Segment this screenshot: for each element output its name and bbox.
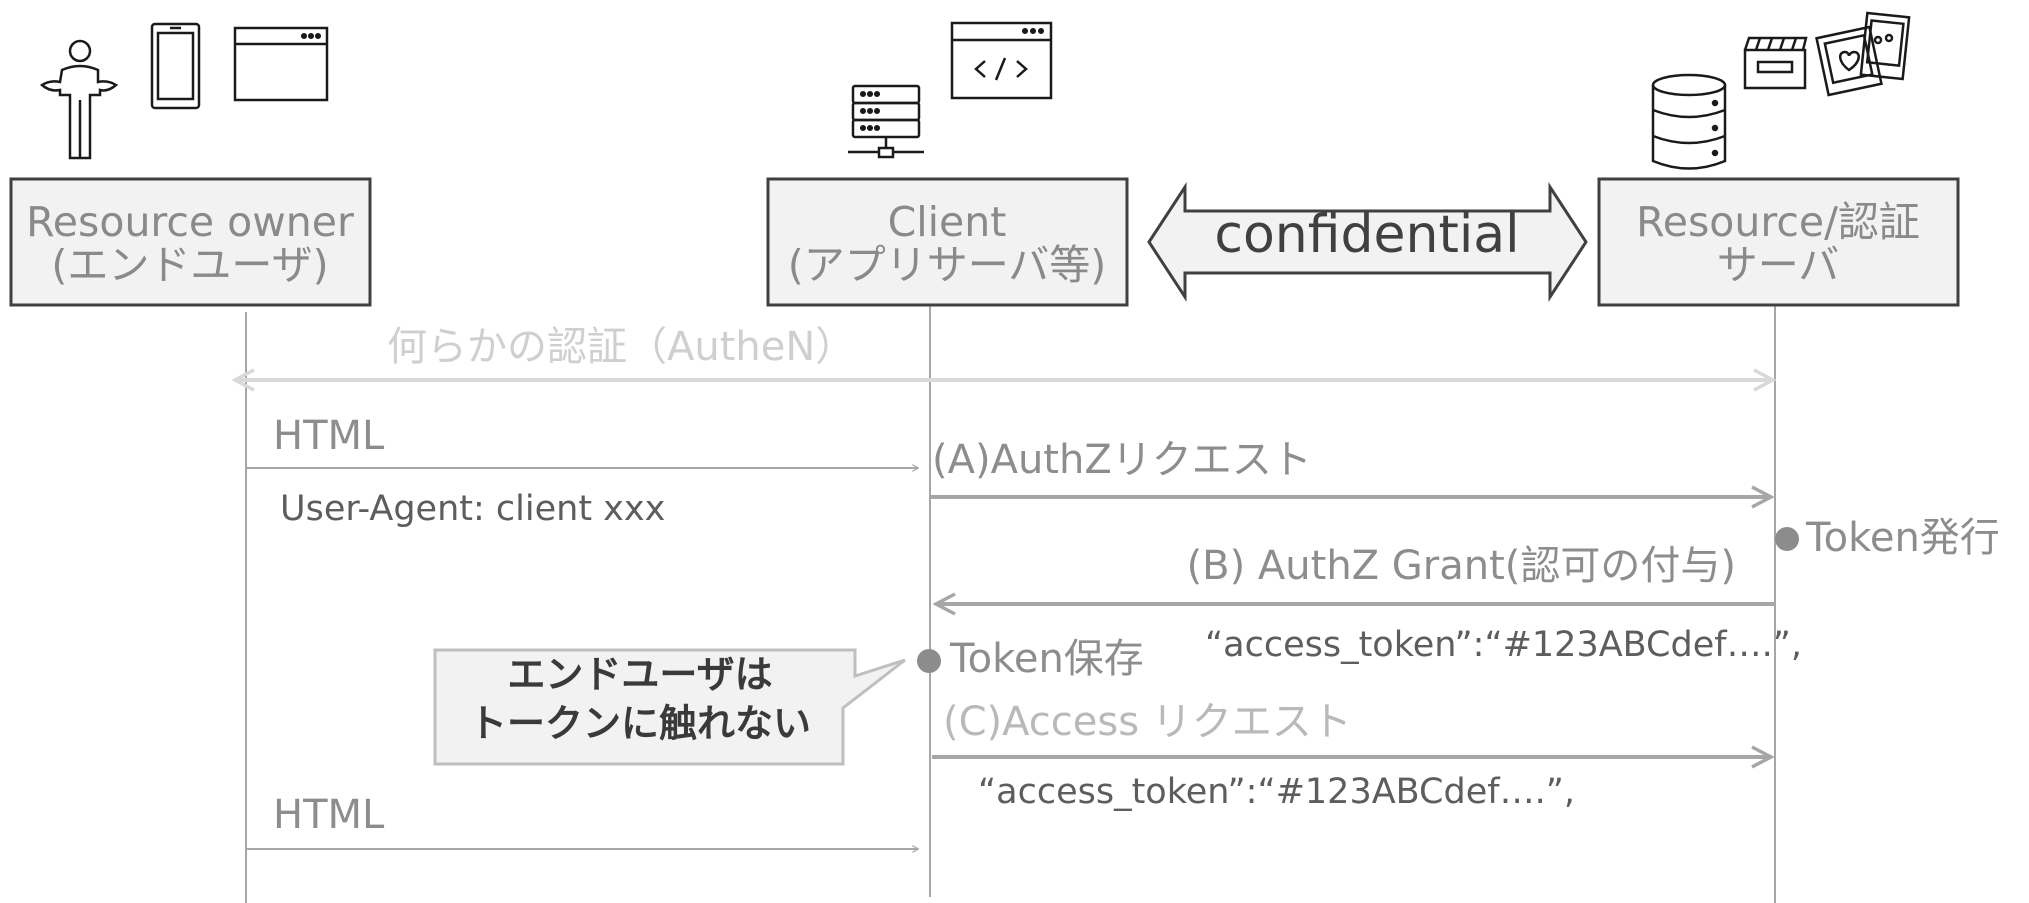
token-issue-dot <box>1775 527 1799 551</box>
photo-frames-icon <box>1815 11 1911 97</box>
token-issue-label: Token発行 <box>1805 515 2000 561</box>
resource-owner-label: Resource owner <box>26 198 354 246</box>
callout-line-2: トークンに触れない <box>469 702 811 746</box>
resource-server-label: Resource/認証 <box>1636 198 1920 246</box>
person-icon <box>39 39 119 160</box>
confidential-label: confidential <box>1214 205 1519 265</box>
browser-window-icon <box>233 26 329 102</box>
authn-label: 何らかの認証（AutheN） <box>387 324 855 370</box>
user-agent-label: User-Agent: client xxx <box>280 489 665 529</box>
authz-grant-label: (B) AuthZ Grant(認可の付与) <box>1187 543 1736 589</box>
authz-request-label: (A)AuthZリクエスト <box>932 437 1312 483</box>
access-token-label-1: “access_token”:“#123ABCdef….”, <box>1205 625 1802 665</box>
client-box: Client (アプリサーバ等) <box>766 177 1129 307</box>
clapperboard-icon <box>1743 36 1808 90</box>
client-sublabel: (アプリサーバ等) <box>788 241 1107 289</box>
token-store-dot <box>917 649 941 673</box>
client-label: Client <box>888 198 1007 246</box>
access-request-label: (C)Access リクエスト <box>943 699 1352 745</box>
database-icon <box>1651 73 1727 170</box>
callout: エンドユーザは トークンに触れない <box>433 648 906 766</box>
resource-owner-sublabel: (エンドユーザ) <box>51 241 328 289</box>
resource-server-box: Resource/認証 サーバ <box>1597 177 1960 307</box>
token-store-label: Token保存 <box>949 636 1144 682</box>
resource-server-sublabel: サーバ <box>1717 241 1840 289</box>
code-window-icon <box>950 21 1053 100</box>
html-label-1: HTML <box>273 413 385 459</box>
resource-owner-box: Resource owner (エンドユーザ) <box>9 177 372 307</box>
confidential-arrow: confidential <box>1147 181 1588 303</box>
html-label-2: HTML <box>273 792 385 838</box>
server-rack-icon <box>848 84 924 159</box>
callout-line-1: エンドユーザは <box>507 653 772 697</box>
access-token-label-2: “access_token”:“#123ABCdef….”, <box>978 772 1575 812</box>
smartphone-icon <box>150 22 201 110</box>
